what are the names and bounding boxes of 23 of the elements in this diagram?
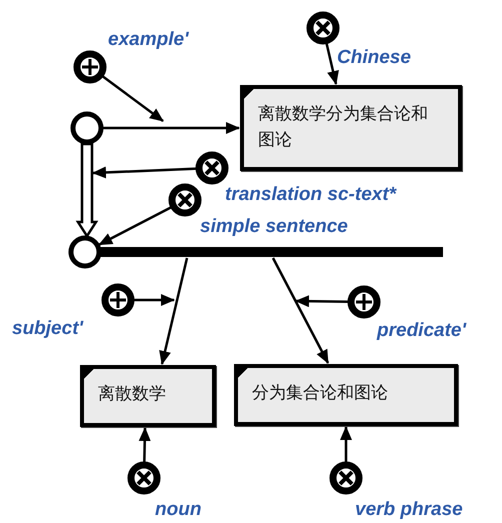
arrow xyxy=(133,294,175,306)
node-label: translation sc-text* xyxy=(225,184,396,206)
arrow xyxy=(295,295,350,308)
node-label: noun xyxy=(155,499,202,521)
node-label: Chinese xyxy=(337,47,411,69)
node-label: verb phrase xyxy=(355,499,463,521)
arrow xyxy=(76,142,98,238)
arrow xyxy=(325,42,339,85)
text-box: 离散数学 xyxy=(80,365,216,427)
arrow xyxy=(159,258,188,365)
arrow xyxy=(103,122,240,134)
node-label: predicate' xyxy=(377,320,466,342)
node-label: subject' xyxy=(12,318,84,340)
arrow xyxy=(272,257,330,364)
text-box: 离散数学分为集合论和图论 xyxy=(240,85,462,171)
node-label: simple sentence xyxy=(200,216,348,238)
arrow xyxy=(138,427,151,464)
arrow xyxy=(92,166,198,178)
arrow xyxy=(101,74,164,122)
arrow xyxy=(340,426,352,463)
text-box: 分为集合论和图论 xyxy=(234,364,458,426)
node-label: example' xyxy=(108,29,189,51)
arrow xyxy=(98,206,172,246)
